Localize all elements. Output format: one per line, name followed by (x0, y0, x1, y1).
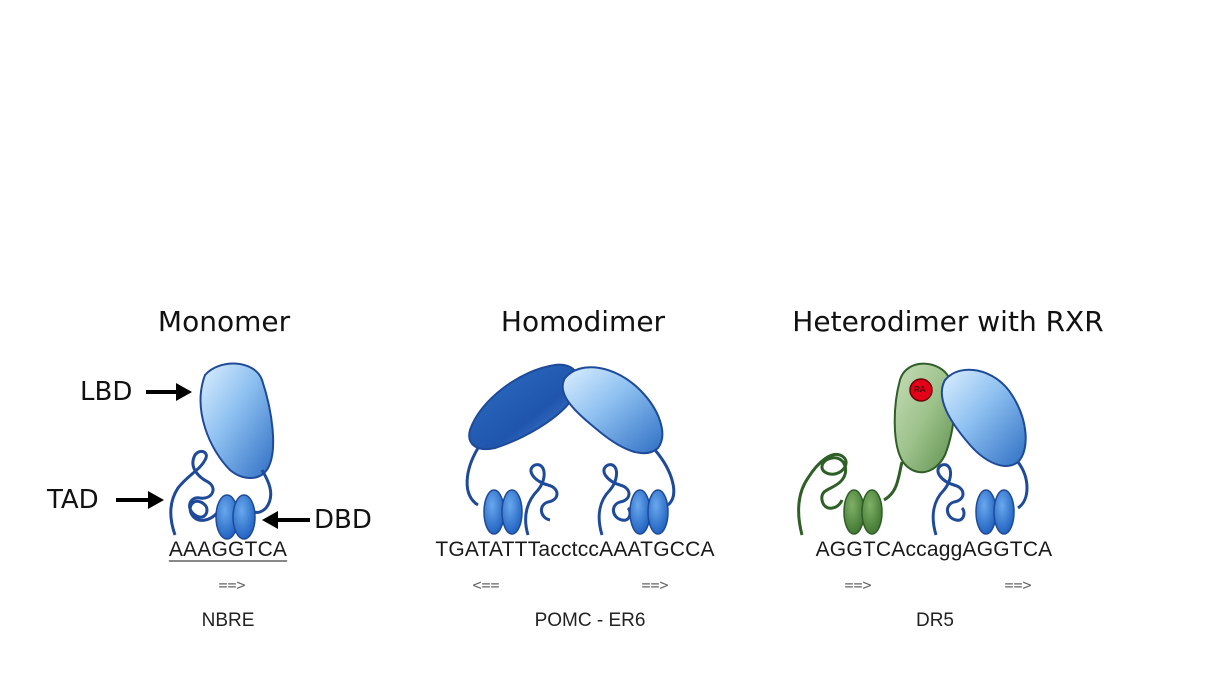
monomer-sequence-text: AAAGGTCA (168, 538, 288, 561)
homodimer-arrow-right: ==> (641, 576, 669, 594)
heterodimer-element-label: DR5 (915, 610, 955, 631)
homodimer-title: Homodimer (500, 305, 666, 338)
monomer-arrow: ==> (218, 576, 246, 594)
heterodimer-sequence: AGGTCAccaggAGGTCA (815, 538, 1053, 561)
dbd-label: DBD (314, 505, 372, 535)
heterodimer-arrow-left: ==> (844, 576, 872, 594)
heterodimer-partner-dbd-oval-1 (975, 489, 997, 535)
heterodimer-partner-hinge (1016, 461, 1029, 510)
heterodimer-rxr-dbd-oval-1 (843, 489, 865, 535)
homodimer-element-label: POMC - ER6 (534, 610, 646, 631)
homodimer-lbd-right (561, 366, 664, 455)
homodimer-hinge-left (465, 447, 480, 507)
homodimer-sequence: TGATATTTacctccAAATGCCA (435, 538, 715, 561)
heterodimer-partner-dbd-oval-2 (993, 489, 1015, 535)
arrow-left-icon (262, 511, 310, 529)
monomer-sequence: AAAGGTCA (169, 538, 287, 562)
heterodimer-receptor (797, 362, 1029, 536)
ligand-ra-icon (909, 378, 933, 402)
arrow-right-icon (146, 383, 192, 401)
heterodimer-rxr-hinge (883, 461, 904, 502)
homodimer-dbd-oval-4 (647, 489, 669, 535)
monomer-lbd-shape (199, 362, 275, 479)
lbd-label: LBD (80, 377, 133, 407)
homodimer-dbd-oval-1 (483, 489, 505, 535)
homodimer-tad-left (524, 463, 559, 536)
heterodimer-partner-tad (931, 463, 966, 536)
tad-label: TAD (47, 485, 99, 515)
monomer-tad-loops (169, 449, 222, 536)
homodimer-receptor (465, 363, 676, 536)
monomer-receptor (116, 362, 310, 540)
heterodimer-title: Heterodimer with RXR (792, 305, 1104, 338)
arrow-right-icon (116, 491, 164, 509)
homodimer-tad-right (597, 463, 632, 536)
homodimer-arrow-left: <== (472, 576, 500, 594)
heterodimer-rxr-dbd-oval-2 (861, 489, 883, 535)
homodimer-hinge-right (653, 449, 676, 507)
ligand-label: RA (914, 385, 926, 394)
monomer-dbd-oval-2 (232, 494, 256, 540)
heterodimer-rxr-tad (797, 453, 848, 536)
homodimer-dbd-oval-2 (501, 489, 523, 535)
monomer-title: Monomer (157, 305, 291, 338)
homodimer-lbd-left (468, 363, 580, 450)
heterodimer-partner-lbd (940, 368, 1027, 467)
monomer-element-label: NBRE (201, 610, 255, 631)
homodimer-dbd-oval-3 (629, 489, 651, 535)
heterodimer-arrow-right: ==> (1004, 576, 1032, 594)
